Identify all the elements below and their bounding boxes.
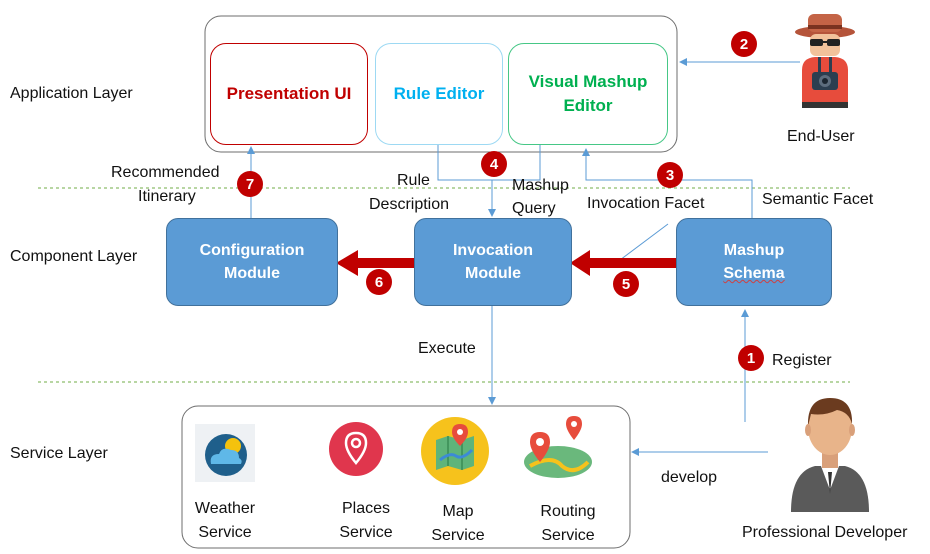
- step-badge-2: 2: [731, 31, 757, 57]
- service-container: [181, 405, 631, 549]
- invocation-module-label: Invocation Module: [452, 242, 533, 282]
- invocation-module-box: Invocation Module: [414, 218, 572, 306]
- itinerary-label: Itinerary: [138, 188, 196, 205]
- rule-editor-label: Rule Editor: [393, 84, 485, 103]
- step-badge-4: 4: [481, 151, 507, 177]
- mashup-schema-box: Mashup Schema: [676, 218, 832, 306]
- step-badge-7: 7: [237, 171, 263, 197]
- step-badge-3: 3: [657, 162, 683, 188]
- step-badge-6: 6: [366, 269, 392, 295]
- mashup-label: Mashup: [512, 177, 569, 194]
- routing-line2: Service: [541, 527, 595, 544]
- mashup-to-invocation-arrow: [570, 250, 678, 276]
- professional-developer-icon: [785, 390, 875, 512]
- step-badge-5: 5: [613, 271, 639, 297]
- mashup-schema-label-line2: Schema: [723, 265, 785, 282]
- places-line1: Places: [341, 500, 391, 517]
- step-badge-1: 1: [738, 345, 764, 371]
- invocation-to-configuration-arrow: [336, 250, 416, 276]
- description-label: Description: [369, 196, 450, 213]
- query-label: Query: [512, 200, 556, 217]
- rule-description-connector: [437, 143, 492, 181]
- mashup-query-connector: [492, 143, 541, 181]
- configuration-module-box: Configuration Module: [166, 218, 338, 306]
- presentation-ui-label: Presentation UI: [226, 84, 352, 103]
- weather-service-label: Weather Service: [188, 497, 262, 545]
- map-icon: [420, 416, 490, 486]
- weather-icon: [195, 424, 255, 482]
- map-service-label: Map Service: [425, 500, 491, 548]
- places-pin-icon: [328, 421, 384, 477]
- professional-developer-label: Professional Developer: [742, 524, 908, 541]
- invocation-facet-label: Invocation Facet: [587, 195, 705, 212]
- visual-mashup-editor-label: Visual Mashup Editor: [528, 72, 648, 115]
- weather-line2: Service: [198, 524, 252, 541]
- develop-label: develop: [661, 469, 718, 486]
- invocation-facet-leader: [619, 223, 669, 261]
- places-line2: Service: [339, 524, 393, 541]
- application-layer-label: Application Layer: [10, 85, 133, 102]
- recommended-label: Recommended: [111, 164, 220, 181]
- places-service-label: Places Service: [330, 497, 402, 545]
- rule-editor-box: Rule Editor: [375, 43, 503, 145]
- presentation-ui-box: Presentation UI: [210, 43, 368, 145]
- visual-mashup-editor-box: Visual Mashup Editor: [508, 43, 668, 145]
- execute-label: Execute: [418, 340, 476, 357]
- register-label: Register: [772, 352, 832, 369]
- end-user-label: End-User: [787, 128, 855, 145]
- rule-label: Rule: [397, 172, 430, 189]
- component-layer-label: Component Layer: [10, 248, 138, 265]
- configuration-module-label: Configuration Module: [199, 242, 305, 282]
- service-layer-label: Service Layer: [10, 445, 108, 462]
- mashup-schema-label-line1: Mashup: [723, 242, 785, 259]
- routing-service-label: Routing Service: [528, 500, 608, 548]
- map-line2: Service: [431, 527, 485, 544]
- weather-line1: Weather: [194, 500, 256, 517]
- semantic-facet-label: Semantic Facet: [762, 191, 874, 208]
- map-line1: Map: [442, 503, 474, 520]
- routing-line1: Routing: [540, 503, 596, 520]
- routing-icon: [522, 414, 594, 480]
- end-user-icon: [790, 10, 860, 110]
